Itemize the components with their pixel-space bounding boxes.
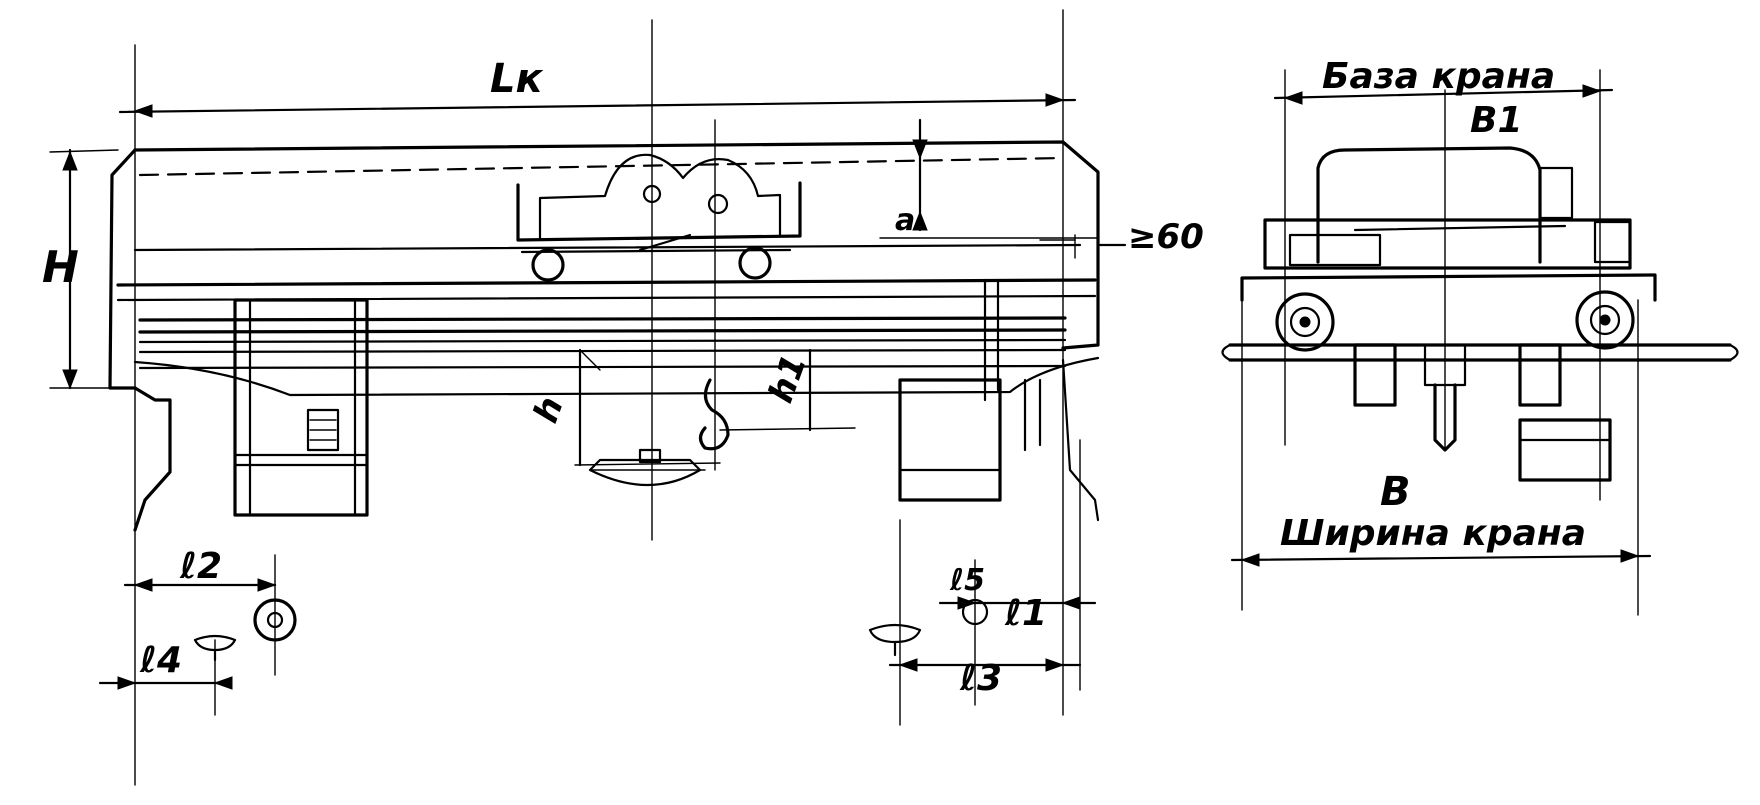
- side-rail: [1221, 273, 1739, 362]
- a-label: а: [895, 203, 915, 238]
- side-trolley: [1263, 146, 1632, 270]
- clearance-dimension: а ≥60: [879, 118, 1204, 257]
- l3-label: ℓ3: [959, 658, 1002, 699]
- extension-lines: [134, 9, 1081, 786]
- h-dimension: h: [526, 348, 721, 467]
- base-label: B1: [1470, 100, 1523, 141]
- width-caption: Ширина крана: [1280, 513, 1586, 554]
- left-hook-dims: ℓ2 ℓ4: [98, 546, 297, 690]
- span-dimension: Lк: [118, 56, 1077, 118]
- width-dimension: B Ширина крана: [1230, 469, 1652, 567]
- span-label: Lк: [490, 56, 543, 102]
- height-dimension: H: [42, 148, 119, 390]
- h-label: h: [526, 392, 572, 428]
- l1-label: ℓ1: [1004, 593, 1047, 634]
- l5-label: ℓ5: [949, 563, 985, 598]
- l2-label: ℓ2: [179, 546, 222, 587]
- side-lower: [1353, 343, 1612, 482]
- height-label: H: [42, 242, 79, 293]
- h1-label: h1: [761, 349, 815, 408]
- width-label: B: [1380, 469, 1411, 515]
- left-cab: [233, 298, 369, 517]
- base-dimension: База крана B1: [1273, 56, 1614, 141]
- base-caption: База крана: [1322, 56, 1555, 97]
- side-view: База крана B1: [1221, 56, 1739, 616]
- right-cab: [898, 278, 1042, 502]
- h1-dimension: h1: [719, 348, 856, 432]
- right-hook-dims: ℓ1 ℓ3 ℓ5: [868, 563, 1097, 699]
- clearance-label: ≥60: [1128, 217, 1204, 257]
- front-view: Lк: [42, 9, 1204, 786]
- hook-block: [588, 378, 730, 486]
- bridge-girder: [108, 140, 1100, 532]
- l4-label: ℓ4: [139, 640, 182, 681]
- trolley: [516, 153, 802, 282]
